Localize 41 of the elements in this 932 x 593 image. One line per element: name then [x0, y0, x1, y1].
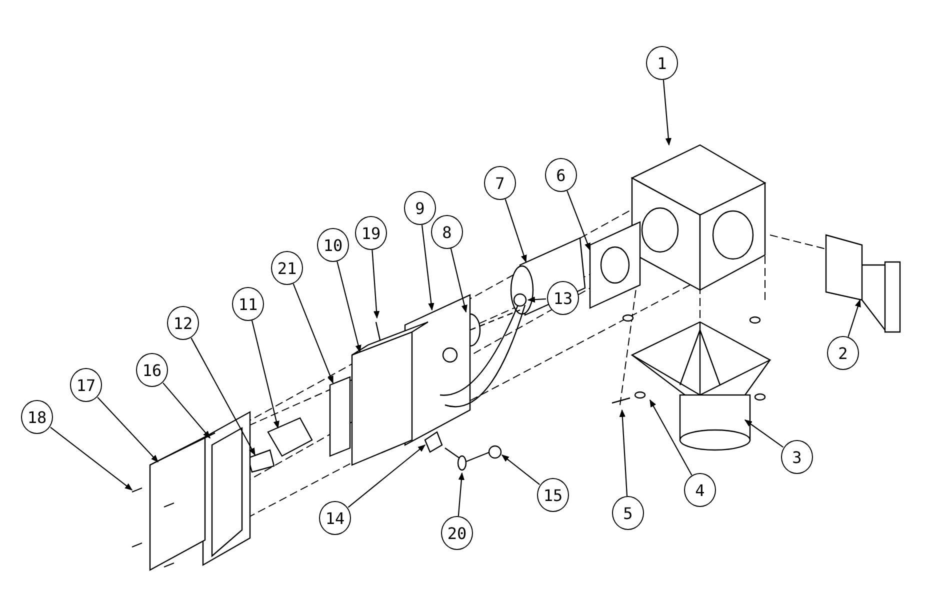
callout-number: 18	[21, 400, 53, 434]
leader-line	[848, 299, 861, 337]
leader-line	[458, 472, 464, 516]
leader-line	[504, 198, 527, 263]
leader-line	[744, 420, 784, 448]
leader-line	[190, 338, 256, 456]
callout-number: 6	[545, 158, 577, 192]
callout-number: 21	[271, 251, 303, 285]
callout-number: 15	[537, 478, 569, 512]
leader-line	[162, 382, 210, 439]
leader-line	[336, 261, 362, 353]
leader-line	[650, 399, 692, 476]
callout-number: 17	[70, 368, 102, 402]
leader-line	[251, 320, 280, 429]
leader-line	[501, 454, 540, 485]
leader-line	[527, 296, 546, 303]
callout-number: 3	[781, 440, 813, 474]
leader-line	[292, 284, 334, 384]
leader-line	[50, 426, 133, 490]
callout-number: 2	[827, 336, 859, 370]
callout-number: 4	[684, 473, 716, 507]
callout-number: 8	[431, 215, 463, 249]
callout-number: 10	[317, 228, 349, 262]
leader-line	[450, 248, 468, 313]
callout-number: 20	[441, 516, 473, 550]
callout-number: 7	[484, 166, 516, 200]
leader-line	[619, 409, 628, 496]
callout-number: 14	[319, 501, 351, 535]
callout-number: 1	[646, 46, 678, 80]
leader-line	[421, 224, 434, 311]
callout-number: 11	[232, 287, 264, 321]
callout-number: 9	[404, 191, 436, 225]
callout-number: 5	[612, 496, 644, 530]
leader-line	[97, 397, 159, 463]
leader-line	[372, 250, 380, 319]
leader-line	[348, 444, 426, 508]
callout-number: 19	[355, 216, 387, 250]
leader-line	[566, 190, 591, 251]
leader-line	[662, 80, 672, 146]
callout-number: 12	[167, 306, 199, 340]
callout-number: 16	[136, 353, 168, 387]
